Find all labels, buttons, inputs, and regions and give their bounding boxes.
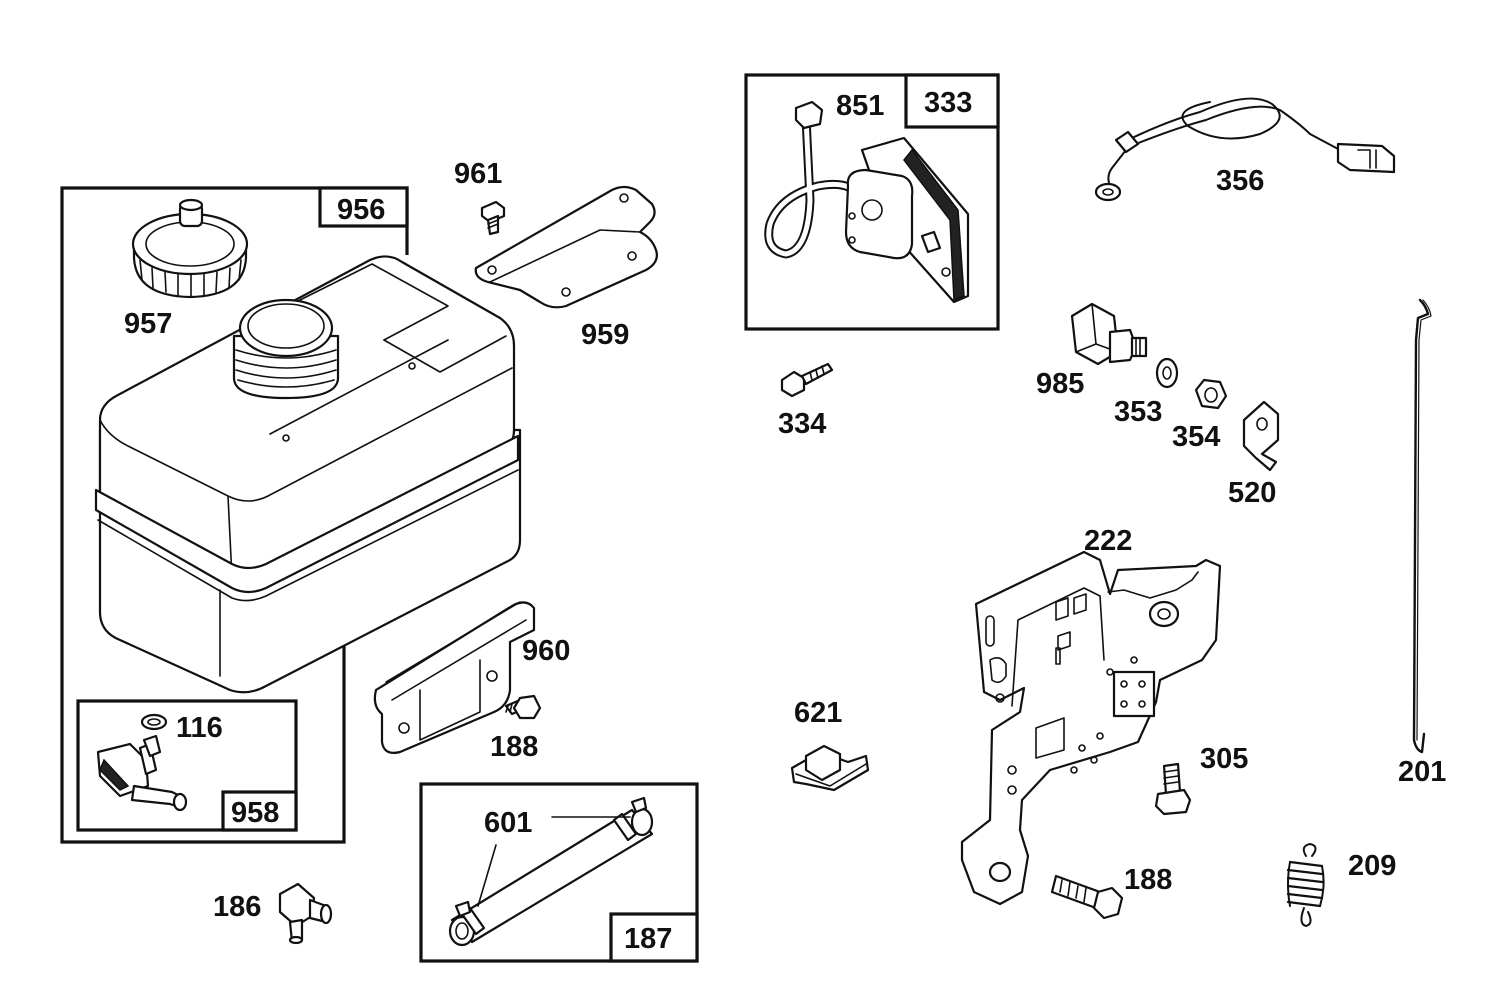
bracket-959	[474, 185, 658, 309]
leader-601-left	[477, 844, 497, 907]
spring-209	[1286, 843, 1325, 927]
label-520: 520	[1228, 477, 1276, 509]
fuel-line-frame	[419, 782, 699, 963]
bracket-960	[373, 601, 536, 754]
label-116: 116	[176, 712, 223, 744]
label-188-upper: 188	[490, 731, 538, 763]
label-354: 354	[1172, 421, 1220, 453]
spark-plug-wire-851	[764, 100, 863, 259]
label-209: 209	[1348, 850, 1396, 882]
fuel-tank-body	[94, 255, 522, 694]
fuel-valve-958	[96, 713, 188, 812]
elbow-fitting-186	[278, 882, 333, 945]
fuel-tank-assembly-group: 956 957	[60, 186, 522, 844]
screw-961	[480, 200, 506, 236]
ignition-coil-group: 333 851	[744, 73, 1000, 331]
fuel-line-hose-187	[448, 796, 654, 947]
label-960: 960	[522, 635, 570, 667]
washer-353	[1155, 357, 1179, 389]
tag-box-187	[609, 912, 699, 963]
screw-305	[1154, 762, 1192, 816]
label-958: 958	[231, 797, 279, 829]
bolt-188-lower	[1050, 874, 1124, 920]
screw-334	[780, 362, 834, 398]
armature-coil-333	[844, 136, 970, 304]
label-356: 356	[1216, 165, 1264, 197]
clip-621	[790, 744, 870, 792]
ground-wire-356	[1094, 97, 1396, 202]
stop-switch-985	[1070, 302, 1148, 366]
label-985: 985	[1036, 368, 1084, 400]
label-305: 305	[1200, 743, 1248, 775]
label-333: 333	[924, 87, 972, 119]
ground-tab-520	[1242, 400, 1280, 472]
label-353: 353	[1114, 396, 1162, 428]
fuel-valve-frame	[76, 699, 298, 832]
label-961: 961	[454, 158, 502, 190]
ignition-coil-frame	[744, 73, 1000, 331]
fuel-line-group: 187 601	[419, 782, 699, 963]
label-621: 621	[794, 697, 842, 729]
label-187: 187	[624, 923, 672, 955]
label-222: 222	[1084, 525, 1132, 557]
label-959: 959	[581, 319, 629, 351]
bolt-188-upper	[504, 694, 542, 720]
tag-box-333	[904, 73, 1000, 129]
label-957: 957	[124, 308, 172, 340]
fuel-cap-957	[131, 198, 249, 299]
label-186: 186	[213, 891, 261, 923]
label-956: 956	[337, 194, 385, 226]
label-334: 334	[778, 408, 826, 440]
tag-box-958	[221, 790, 298, 832]
label-851: 851	[836, 90, 884, 122]
label-188-lower: 188	[1124, 864, 1172, 896]
label-201: 201	[1398, 756, 1446, 788]
control-bracket-222	[960, 550, 1222, 906]
label-601: 601	[484, 807, 532, 839]
nut-354	[1194, 378, 1228, 410]
governor-link-201	[1412, 298, 1432, 754]
tag-box-956	[318, 186, 409, 228]
